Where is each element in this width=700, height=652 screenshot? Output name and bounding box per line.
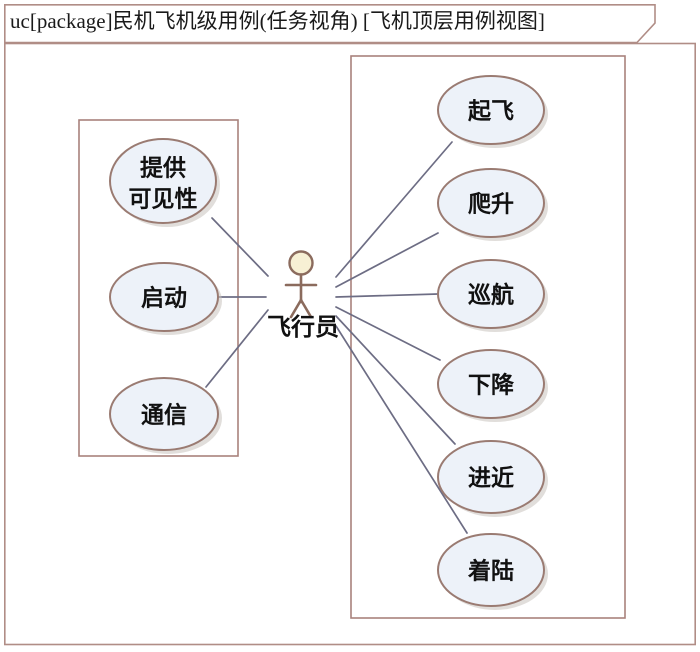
usecase-cruise[interactable]: 巡航 — [437, 259, 548, 332]
usecase-label-line1: 提供 — [140, 155, 186, 181]
usecase-ellipse[interactable] — [109, 262, 219, 332]
usecase-provide-visibility[interactable]: 提供 可见性 — [109, 138, 220, 227]
assoc-climb — [335, 232, 439, 288]
usecase-label: 进近 — [468, 466, 514, 491]
usecase-label: 巡航 — [468, 282, 514, 308]
assoc-communication — [205, 309, 269, 388]
usecase-climb[interactable]: 爬升 — [437, 168, 548, 241]
actor-head-icon — [288, 250, 314, 276]
usecase-ellipse[interactable] — [437, 259, 545, 329]
usecase-ellipse[interactable] — [437, 349, 545, 419]
usecase-takeoff[interactable]: 起飞 — [437, 75, 548, 148]
usecase-landing[interactable]: 着陆 — [437, 533, 548, 610]
usecase-ellipse[interactable] — [437, 168, 545, 238]
actor-leg-right-icon — [299, 298, 313, 319]
association-lines — [205, 141, 468, 534]
usecase-ellipse[interactable] — [109, 377, 219, 451]
usecase-approach[interactable]: 进近 — [437, 440, 548, 517]
usecase-startup[interactable]: 启动 — [109, 262, 222, 335]
actor-pilot[interactable]: 飞行员 — [267, 250, 339, 342]
assoc-cruise — [335, 293, 439, 298]
assoc-descent — [335, 306, 441, 361]
actor-leg-left-icon — [289, 298, 303, 319]
usecase-descent[interactable]: 下降 — [437, 349, 548, 422]
frame-title-tab — [4, 4, 656, 44]
usecase-label: 起飞 — [468, 99, 514, 124]
usecase-ellipse[interactable] — [437, 533, 545, 607]
usecase-label: 通信 — [141, 402, 187, 428]
assoc-approach — [335, 315, 456, 445]
usecase-ellipse[interactable] — [437, 440, 545, 514]
actor-label: 飞行员 — [267, 313, 339, 341]
usecase-label: 启动 — [141, 285, 187, 311]
right-usecase-group-box — [350, 55, 626, 619]
usecase-label: 着陆 — [468, 558, 514, 584]
assoc-takeoff — [335, 141, 453, 278]
usecase-label: 爬升 — [468, 192, 514, 217]
usecase-label: 下降 — [468, 373, 515, 398]
package-frame — [4, 42, 697, 646]
usecase-label-line2: 可见性 — [129, 187, 198, 212]
assoc-landing — [335, 325, 468, 534]
usecase-ellipse[interactable] — [109, 138, 217, 224]
usecase-ellipse[interactable] — [437, 75, 545, 145]
assoc-provide-visibility — [211, 217, 269, 277]
left-usecase-group-box — [78, 119, 239, 457]
usecase-communication[interactable]: 通信 — [109, 377, 222, 454]
